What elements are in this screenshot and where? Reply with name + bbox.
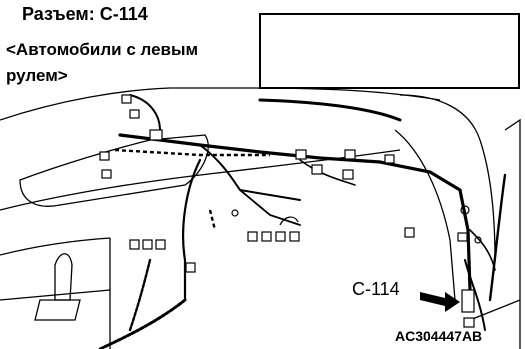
main-harness [98,94,507,349]
dashboard-outline [0,87,521,349]
figure-code: AC304447AB [395,328,483,344]
c114-arrow [420,292,460,312]
dashed-harness [114,148,270,231]
connector-title: Разъем: C-114 [22,4,148,24]
connector-callout-label: C-114 [352,279,400,299]
vehicle-variant-line-1: <Автомобили с левым [6,40,199,59]
small-connectors [99,94,475,328]
connector-face-frame [259,13,520,89]
vehicle-variant-line-2: рулем> [6,66,68,85]
harness-clips [231,205,482,244]
